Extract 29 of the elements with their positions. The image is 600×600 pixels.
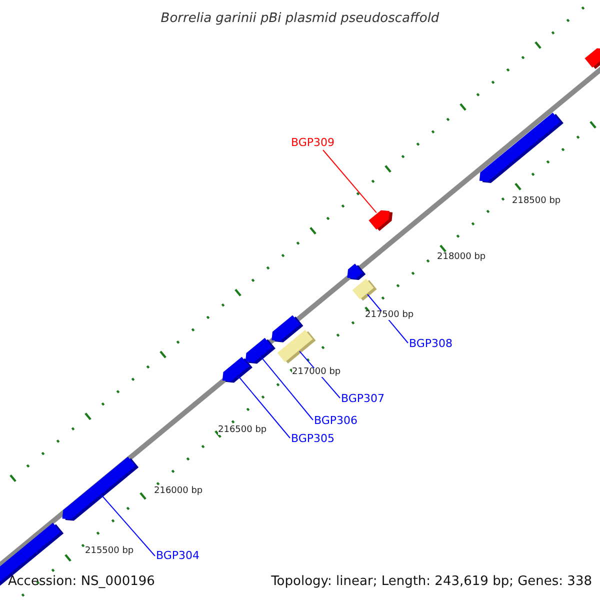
gene-label: BGP308 — [409, 338, 453, 349]
gene-label: BGP304 — [156, 550, 200, 561]
leader-line — [238, 376, 290, 438]
gene-label: BGP309 — [291, 137, 335, 148]
position-label: 216000 bp — [154, 487, 203, 496]
gene-feature — [62, 456, 139, 521]
position-label: 217000 bp — [292, 368, 341, 377]
gene-feature — [245, 338, 276, 364]
leader-line — [322, 150, 377, 214]
gene-label: BGP307 — [341, 393, 385, 404]
position-label: 215500 bp — [85, 547, 134, 556]
leader-line — [101, 494, 156, 556]
gene-feature — [479, 112, 564, 183]
gene-feature — [347, 264, 366, 280]
position-label: 218000 bp — [437, 253, 486, 262]
title: Borrelia garinii pBi plasmid pseudoscaffold — [160, 12, 440, 25]
gene-feature — [368, 210, 393, 231]
gene-feature-block — [277, 330, 316, 364]
position-label: 216500 bp — [218, 426, 267, 435]
gene-label: BGP305 — [291, 433, 335, 444]
gene-label: BGP306 — [314, 415, 358, 426]
leader-line — [260, 356, 314, 420]
accession-text: Accession: NS_000196 — [8, 575, 155, 588]
summary-text: Topology: linear; Length: 243,619 bp; Genes: 338 — [271, 575, 592, 588]
position-label: 218500 bp — [512, 197, 561, 206]
gene-feature-block — [352, 278, 377, 301]
position-label: 217500 bp — [365, 311, 414, 320]
gene-feature — [222, 356, 252, 383]
gene-feature — [584, 48, 600, 69]
